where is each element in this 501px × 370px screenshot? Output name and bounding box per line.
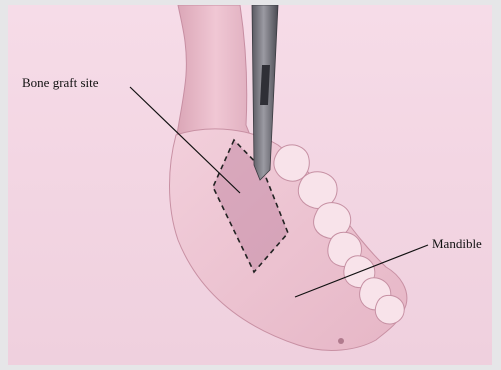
- mandible-illustration: [8, 5, 492, 365]
- label-bone-graft-site: Bone graft site: [22, 75, 99, 91]
- mental-foramen: [338, 338, 344, 344]
- label-mandible: Mandible: [432, 236, 482, 252]
- illustration-plate: Bone graft site Mandible: [8, 5, 492, 365]
